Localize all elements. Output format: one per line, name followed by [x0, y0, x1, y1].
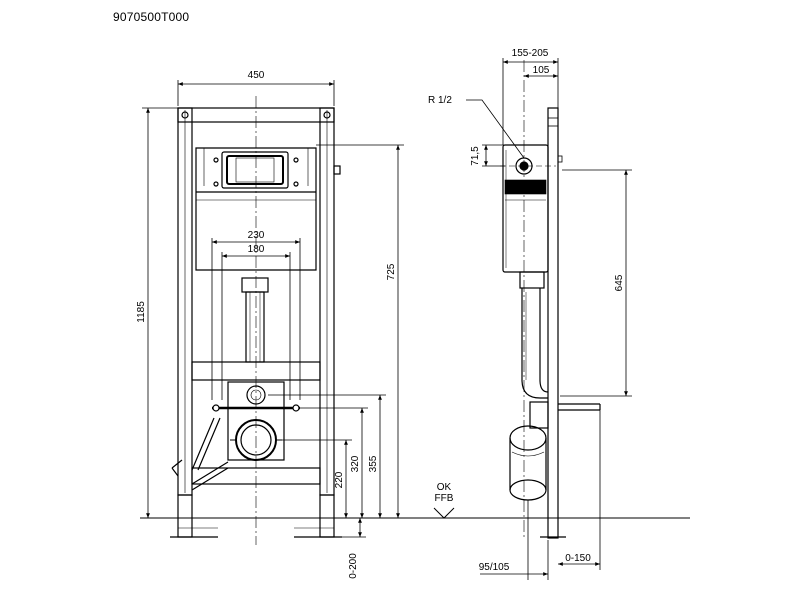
- diagonal-brace: [171, 417, 229, 491]
- dim-220: [276, 439, 352, 518]
- dim-320: [300, 407, 368, 518]
- label-95-105: 95/105: [479, 562, 510, 573]
- dim-0-200: [334, 518, 366, 538]
- dim-71-5: [482, 144, 505, 167]
- label-230: 230: [248, 230, 265, 241]
- floor-marker-triangle: [433, 507, 455, 519]
- label-450: 450: [248, 70, 265, 81]
- flush-pipe-front: [241, 277, 269, 363]
- mount-hole-left: [181, 111, 189, 119]
- label-180: 180: [248, 244, 265, 255]
- label-ok: OK: [437, 482, 452, 493]
- label-1185: 1185: [136, 301, 147, 323]
- side-view: [466, 58, 632, 580]
- label-71-5: 71,5: [470, 146, 481, 166]
- label-0-200: 0-200: [348, 553, 359, 579]
- label-725: 725: [386, 263, 397, 280]
- cistern-side: [502, 144, 549, 273]
- side-frame-post: [540, 107, 566, 539]
- dim-155-205: [502, 58, 559, 145]
- dim-645: [560, 169, 632, 397]
- dim-725: [316, 144, 404, 518]
- drain-bend-side: [509, 425, 547, 501]
- label-645: 645: [614, 274, 625, 291]
- flush-plate-opening: [221, 151, 289, 189]
- label-0-150: 0-150: [565, 553, 591, 564]
- thread-leader: [466, 99, 525, 159]
- label-220: 220: [334, 471, 345, 488]
- drawing-code: 9070500T000: [113, 10, 190, 24]
- dim-95-105: [480, 500, 549, 580]
- label-155-205: 155-205: [512, 48, 549, 59]
- dim-180: [221, 252, 291, 400]
- bracket-side: [529, 401, 601, 429]
- dim-450: [177, 80, 335, 106]
- label-320: 320: [350, 455, 361, 472]
- front-view: [140, 80, 690, 545]
- frame-legs: [170, 494, 342, 538]
- water-inlet-stub: [333, 165, 341, 175]
- label-ffb: FFB: [435, 493, 454, 504]
- dim-0-150: [558, 410, 601, 570]
- flush-pipe-side: [519, 271, 549, 399]
- label-355: 355: [368, 455, 379, 472]
- dim-355: [268, 394, 386, 518]
- label-thread: R 1/2: [428, 95, 452, 106]
- dim-230: [211, 238, 301, 400]
- mount-hole-right: [323, 111, 331, 119]
- label-105: 105: [533, 65, 550, 76]
- dim-1185: [142, 107, 178, 518]
